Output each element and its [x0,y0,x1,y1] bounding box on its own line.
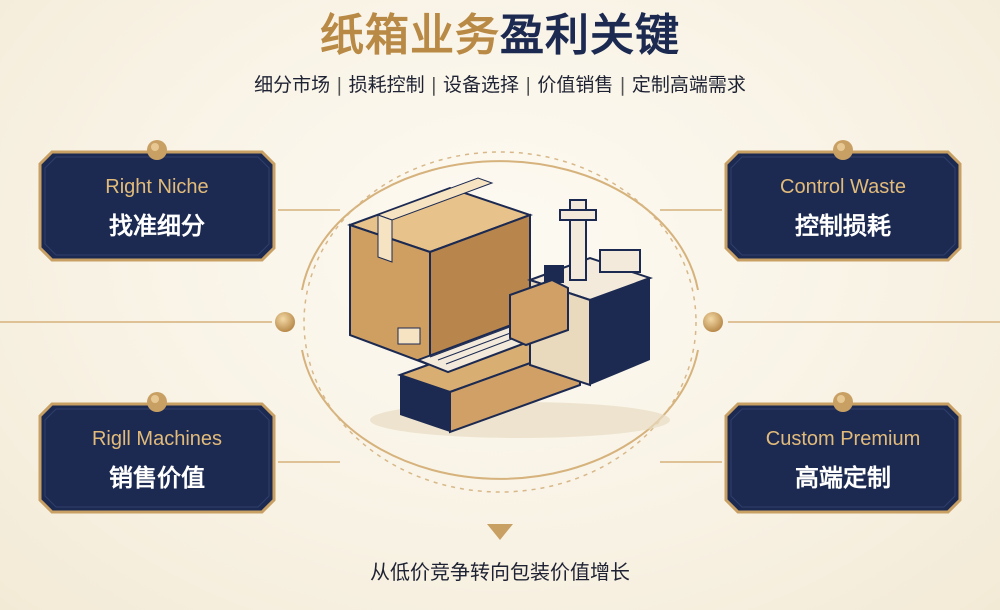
card-right-niche: Right Niche 找准细分 [38,150,276,262]
card-title-en: Control Waste [780,176,906,198]
subtitle-item: 设备选择 [442,74,519,96]
connector-dot [703,312,723,332]
page-title: 纸箱业务盈利关键 [0,8,1000,64]
connector-dot [275,312,295,332]
dashed-ring [303,151,697,493]
card-custom-premium: Custom Premium 高端定制 [724,402,962,514]
card-frame [724,150,962,262]
subtitle-item: 价值销售 [537,74,614,96]
subtitle-separator: | [336,74,343,96]
card-control-waste: Control Waste 控制损耗 [724,150,962,262]
card-title-zh: 找准细分 [109,212,205,240]
card-frame [38,150,276,262]
card-frame [38,402,276,514]
subtitle-separator: | [619,74,626,96]
card-title-en: Rigll Machines [91,428,223,450]
card-rigll-machines: Rigll Machines 销售价值 [38,402,276,514]
ring-arc-top [301,160,699,291]
subtitle-item: 损耗控制 [348,74,425,96]
card-title-zh: 销售价值 [109,464,205,492]
subtitle-separator: | [525,74,532,96]
card-title-zh: 高端定制 [795,464,891,492]
footer-caption: 从低价竞争转向包装价值增长 [370,560,630,584]
title-part-gold: 纸箱业务 [320,10,500,61]
carton-machine-illustration [347,177,670,438]
card-title-en: Right Niche [105,176,209,198]
card-dot [147,392,167,412]
card-frame [724,402,962,514]
card-dot [147,140,167,160]
subtitle-item: 细分市场 [254,74,331,96]
card-dot [833,140,853,160]
subtitle: 细分市场|损耗控制|设备选择|价值销售|定制高端需求 [0,70,1000,100]
title-part-navy: 盈利关键 [500,10,680,61]
card-dot [833,392,853,412]
subtitle-item: 定制高端需求 [631,74,746,96]
subtitle-separator: | [430,74,437,96]
card-title-zh: 控制损耗 [795,212,891,240]
card-title-en: Custom Premium [765,428,921,450]
down-arrow-icon [487,524,513,540]
